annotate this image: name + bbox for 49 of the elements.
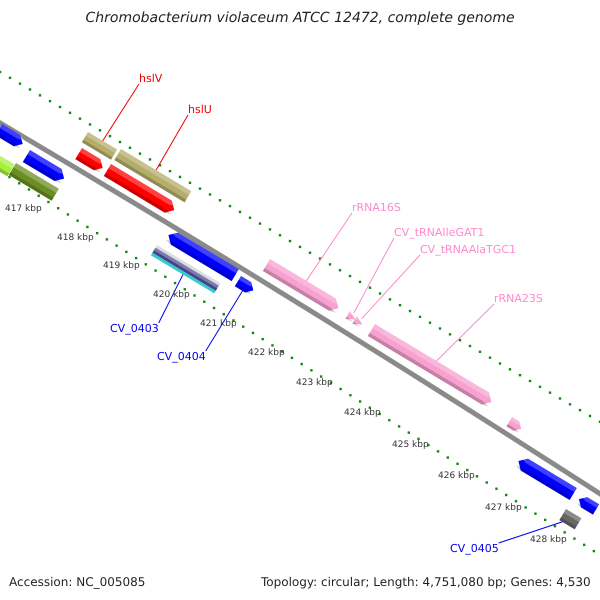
gene-label: CV_tRNAIleGAT1: [394, 227, 484, 238]
gene-label: hslU: [188, 104, 212, 115]
gene-feature: [559, 509, 582, 530]
scale-label: 417 kbp: [5, 205, 42, 214]
gene-label: hslV: [139, 73, 162, 84]
gene-feature: [368, 324, 494, 407]
leader-line: [353, 238, 394, 314]
leader-line: [436, 304, 494, 362]
gene-label: CV_tRNAAlaTGC1: [420, 244, 516, 255]
leader-line: [158, 274, 184, 324]
gene-feature: [0, 124, 25, 148]
scale-label: 418 kbp: [57, 234, 94, 243]
scale-label: 425 kbp: [392, 441, 429, 450]
gene-label: rRNA16S: [352, 202, 401, 213]
gene-feature: [8, 163, 59, 201]
scale-label: 422 kbp: [248, 349, 285, 358]
scale-label: 420 kbp: [153, 291, 190, 300]
footer-text: Accession: NC_005085: [9, 576, 146, 588]
gene-feature: [234, 276, 256, 294]
gene-label: CV_0404: [157, 351, 206, 362]
gene-triangle: [345, 311, 357, 322]
footer-text: Topology: circular; Length: 4,751,080 bp; Genes: 4,530: [261, 576, 591, 588]
gene-feature: [576, 496, 600, 515]
scale-label: 427 kbp: [485, 504, 522, 513]
scale-label: 426 kbp: [438, 472, 475, 481]
gene-feature: [114, 149, 192, 202]
leader-line: [306, 212, 352, 282]
scale-label: 424 kbp: [344, 409, 381, 418]
scale-label: 428 kbp: [530, 536, 567, 545]
leader-line: [361, 254, 420, 320]
gene-label: rRNA23S: [494, 293, 543, 304]
leader-line: [498, 521, 563, 544]
gene-feature: [166, 231, 239, 282]
leader-line: [205, 290, 243, 352]
gene-label: CV_0403: [110, 323, 159, 334]
gene-triangle: [352, 316, 364, 328]
gene-feature: [262, 259, 341, 313]
leader-line: [156, 114, 188, 171]
gene-feature: [22, 150, 66, 184]
title: Chromobacterium violaceum ATCC 12472, complete genome: [86, 11, 515, 25]
scale-label: 419 kbp: [103, 262, 140, 271]
gene-feature: [516, 457, 577, 500]
gene-feature: [104, 164, 177, 215]
gene-feature: [506, 417, 523, 432]
gene-feature: [75, 148, 105, 172]
gene-label: CV_0405: [450, 543, 499, 554]
leader-line: [102, 84, 140, 142]
gene-feature: [82, 132, 118, 160]
scale-label: 423 kbp: [296, 379, 333, 388]
